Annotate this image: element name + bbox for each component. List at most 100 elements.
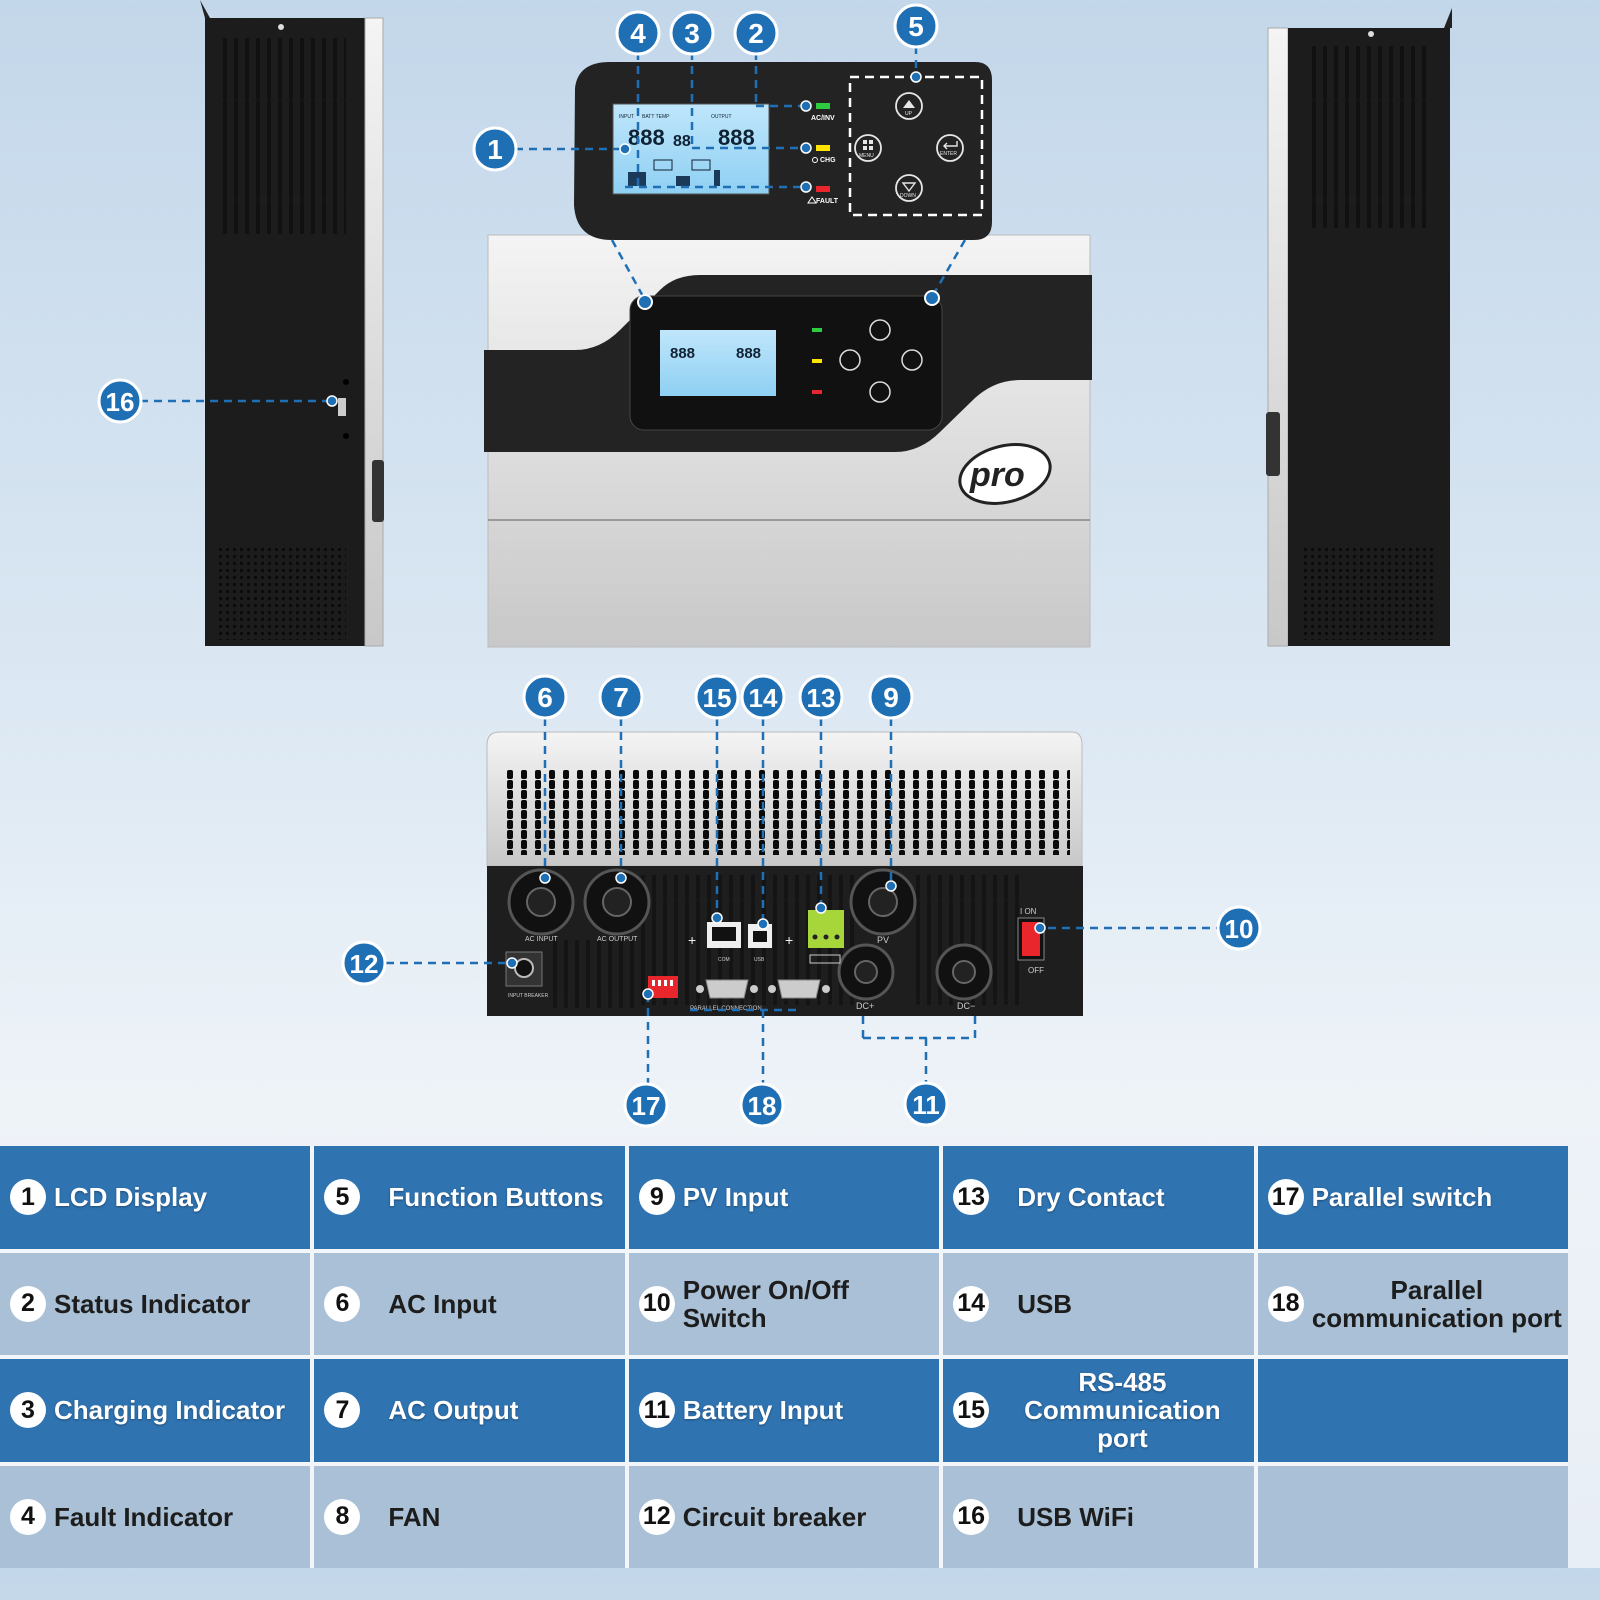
svg-text:10: 10 bbox=[1225, 914, 1254, 944]
dc-plus-terminal: DC+ bbox=[837, 943, 895, 1011]
svg-text:OUTPUT: OUTPUT bbox=[711, 114, 732, 120]
svg-text:PV: PV bbox=[877, 935, 889, 945]
svg-text:17: 17 bbox=[632, 1091, 661, 1121]
svg-text:4: 4 bbox=[630, 18, 646, 49]
lcd-digits-left: 888 bbox=[628, 125, 665, 150]
marker-6: 6 bbox=[522, 674, 568, 720]
enter-button: ENTER bbox=[936, 134, 964, 162]
marker-12: 12 bbox=[341, 940, 387, 986]
svg-text:5: 5 bbox=[908, 11, 924, 42]
usb-wifi-port bbox=[338, 398, 346, 416]
front-lcd-digits-right: 888 bbox=[736, 345, 761, 362]
marker-5: 5 bbox=[893, 3, 939, 49]
pv-input-terminal: PV bbox=[849, 868, 917, 945]
fault-label: FAULT bbox=[816, 198, 839, 205]
marker-18: 18 bbox=[739, 1082, 785, 1128]
svg-text:3: 3 bbox=[684, 18, 700, 49]
legend-empty-cell bbox=[1257, 1359, 1568, 1462]
rs485-port: COM bbox=[707, 922, 741, 963]
right-side-view bbox=[1266, 8, 1452, 647]
front-unit: 888 888 pro bbox=[484, 234, 1092, 648]
zoom-connectors bbox=[610, 239, 967, 301]
lcd-digits-right: 888 bbox=[718, 125, 755, 150]
svg-text:11: 11 bbox=[912, 1090, 940, 1120]
ac-inv-led bbox=[816, 103, 830, 109]
pro-logo: pro bbox=[958, 443, 1052, 505]
marker-2: 2 bbox=[733, 10, 779, 56]
svg-text:12: 12 bbox=[350, 949, 379, 979]
svg-text:BATT TEMP: BATT TEMP bbox=[642, 114, 670, 120]
svg-text:USB: USB bbox=[754, 957, 765, 963]
marker-13: 13 bbox=[798, 674, 844, 720]
svg-text:2: 2 bbox=[748, 18, 764, 49]
ac-input-terminal: AC INPUT bbox=[507, 868, 575, 943]
parallel-switch bbox=[648, 976, 678, 998]
control-panel-zoom: INPUT BATT TEMP OUTPUT 888 88 888 AC/INV… bbox=[574, 62, 992, 240]
brand-logo: pro bbox=[969, 456, 1025, 494]
down-arrow-icon bbox=[901, 182, 917, 193]
left-side-vent bbox=[218, 38, 346, 234]
number-markers: 1 4 3 2 5 16 6 7 15 14 13 9 10 12 17 18 … bbox=[97, 3, 1262, 1128]
svg-text:MENU: MENU bbox=[859, 153, 874, 159]
svg-text:14: 14 bbox=[749, 683, 778, 713]
ac-output-terminal: AC OUTPUT bbox=[583, 868, 651, 943]
svg-text:+: + bbox=[785, 932, 793, 948]
svg-text:18: 18 bbox=[748, 1091, 777, 1121]
marker-14: 14 bbox=[740, 674, 786, 720]
marker-15: 15 bbox=[694, 674, 740, 720]
svg-text:OFF: OFF bbox=[1028, 966, 1044, 975]
svg-text:1: 1 bbox=[487, 134, 503, 165]
left-side-view bbox=[200, 0, 384, 647]
circuit-breaker: INPUT BREAKER bbox=[505, 951, 549, 999]
marker-9: 9 bbox=[868, 674, 914, 720]
svg-text:I ON: I ON bbox=[1020, 907, 1037, 916]
dc-minus-terminal: DC− bbox=[935, 943, 993, 1011]
svg-text:UP: UP bbox=[905, 111, 913, 117]
marker-17: 17 bbox=[623, 1082, 669, 1128]
front-lcd-digits-left: 888 bbox=[670, 345, 695, 362]
menu-button: MENU bbox=[854, 134, 882, 162]
svg-text:DC−: DC− bbox=[957, 1001, 975, 1011]
svg-text:AC OUTPUT: AC OUTPUT bbox=[597, 936, 638, 943]
svg-text:INPUT BREAKER: INPUT BREAKER bbox=[508, 993, 549, 999]
ac-inv-label: AC/INV bbox=[811, 115, 835, 122]
svg-text:13: 13 bbox=[807, 683, 836, 713]
enter-icon bbox=[943, 141, 958, 150]
marker-4: 4 bbox=[615, 10, 661, 56]
front-lcd bbox=[660, 330, 776, 396]
lcd-digits-mid: 88 bbox=[673, 133, 691, 150]
svg-text:AC INPUT: AC INPUT bbox=[525, 936, 558, 943]
svg-text:6: 6 bbox=[537, 682, 553, 713]
svg-text:INPUT: INPUT bbox=[619, 114, 634, 120]
svg-text:DOWN: DOWN bbox=[900, 193, 916, 199]
svg-text:7: 7 bbox=[613, 682, 629, 713]
svg-text:+: + bbox=[688, 932, 696, 948]
chg-label: CHG bbox=[820, 157, 836, 164]
marker-10: 10 bbox=[1216, 905, 1262, 951]
right-side-grille bbox=[1300, 548, 1434, 640]
svg-text:16: 16 bbox=[106, 387, 135, 417]
up-arrow-icon bbox=[903, 100, 915, 108]
product-illustration: 888 888 pro INPUT BATT TEMP OUTPUT 888 8… bbox=[97, 0, 1452, 1128]
dry-contact-terminal bbox=[808, 910, 844, 964]
svg-text:15: 15 bbox=[703, 683, 732, 713]
svg-text:9: 9 bbox=[883, 682, 899, 713]
marker-3: 3 bbox=[669, 10, 715, 56]
svg-text:ENTER: ENTER bbox=[940, 151, 957, 157]
